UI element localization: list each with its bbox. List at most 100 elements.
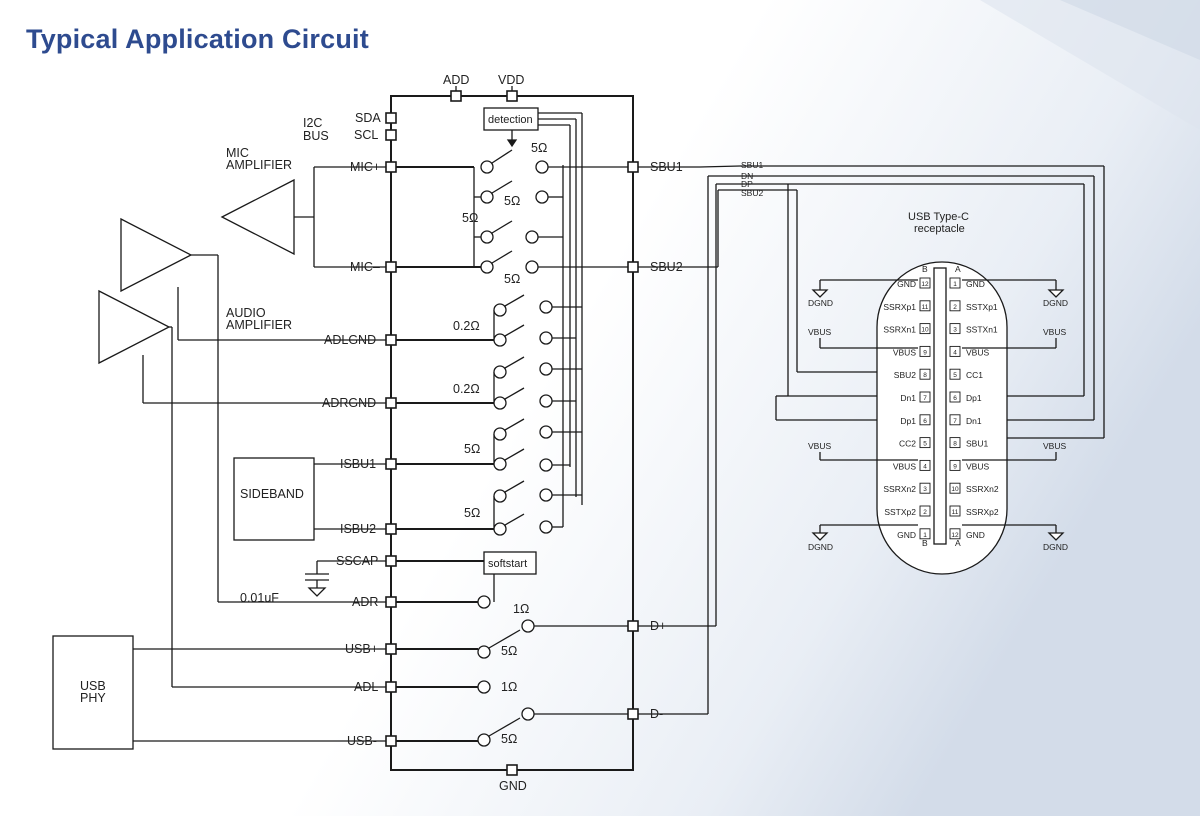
receptacle-pin-a-name: SSTXp1 bbox=[966, 302, 998, 312]
receptacle-pin-a-number: 11 bbox=[952, 509, 959, 516]
receptacle-pin-b-name: GND bbox=[897, 279, 916, 289]
receptacle-title-2: receptacle bbox=[914, 223, 965, 235]
receptacle-pin-a-box bbox=[949, 414, 961, 426]
receptacle-pin-b-box bbox=[919, 414, 931, 426]
receptacle-pin-a-name: SSRXn2 bbox=[966, 484, 999, 494]
receptacle-pin-a-box bbox=[949, 459, 961, 471]
receptacle-pin-a-number: 1 bbox=[953, 281, 957, 288]
res-mic-4: 5Ω bbox=[504, 272, 520, 286]
receptacle-pin-b-name: VBUS bbox=[893, 461, 916, 471]
receptacle-pin-a-name: VBUS bbox=[966, 461, 989, 471]
receptacle-pin-b-name: SSTXp2 bbox=[884, 507, 916, 517]
pin-dplus-label: D+ bbox=[650, 619, 666, 633]
receptacle-pin-a-number: 7 bbox=[953, 418, 957, 425]
receptacle-pin-b-box bbox=[919, 391, 931, 403]
sideband-label: SIDEBAND bbox=[240, 487, 304, 501]
usb-phy-block bbox=[52, 635, 134, 750]
pin-usb-minus-label: USB- bbox=[347, 734, 377, 748]
receptacle-pin-b-number: 6 bbox=[923, 418, 927, 425]
audio-amp-label-2: AMPLIFIER bbox=[226, 318, 292, 332]
res-usbp: 5Ω bbox=[501, 644, 517, 658]
receptacle-col-b-top: B bbox=[922, 264, 928, 274]
receptacle-pin-a-name: GND bbox=[966, 530, 985, 540]
receptacle-pin-a-number: 2 bbox=[953, 304, 957, 311]
receptacle-pin-b-number: 2 bbox=[923, 509, 927, 516]
receptacle-pin-a-name: SBU1 bbox=[966, 439, 988, 449]
pin-sda-label: SDA bbox=[355, 111, 381, 125]
pin-vdd-label: VDD bbox=[498, 73, 524, 87]
receptacle-pin-b-box bbox=[919, 368, 931, 380]
bus-dn: DN bbox=[741, 171, 753, 181]
bus-sbu1: SBU1 bbox=[741, 160, 763, 170]
receptacle-pin-a-number: 3 bbox=[953, 327, 957, 334]
pin-mic-minus-label: MIC– bbox=[350, 260, 380, 274]
i2c-label-2: BUS bbox=[303, 129, 329, 143]
mic-amp-label-2: AMPLIFIER bbox=[226, 158, 292, 172]
receptacle-pin-b-number: 3 bbox=[923, 486, 927, 493]
receptacle-pin-a-name: VBUS bbox=[966, 347, 989, 357]
pin-isbu2-label: ISBU2 bbox=[340, 522, 376, 536]
receptacle-pin-a-box bbox=[949, 482, 961, 494]
res-mic-1: 5Ω bbox=[531, 141, 547, 155]
res-adl: 1Ω bbox=[501, 680, 517, 694]
usb-phy-label-2: PHY bbox=[80, 691, 106, 705]
receptacle-pin-a-number: 5 bbox=[953, 372, 957, 379]
receptacle-pin-b-number: 8 bbox=[923, 372, 927, 379]
receptacle-pin-b-name: VBUS bbox=[893, 347, 916, 357]
receptacle-pin-a-name: Dp1 bbox=[966, 393, 982, 403]
receptacle-pin-b-name: Dp1 bbox=[900, 416, 916, 426]
receptacle-pin-b-box bbox=[919, 528, 931, 540]
receptacle-pin-a-box bbox=[949, 437, 961, 449]
receptacle-pin-b-box bbox=[919, 277, 931, 289]
receptacle-pin-b-name: CC2 bbox=[899, 439, 916, 449]
receptacle-pin-a-box bbox=[949, 277, 961, 289]
receptacle-pin-b-box bbox=[919, 300, 931, 312]
receptacle-pin-a-number: 4 bbox=[953, 349, 957, 356]
audio-amp-label-1: AUDIO bbox=[226, 306, 266, 320]
res-usbm: 5Ω bbox=[501, 732, 517, 746]
res-isbu2: 5Ω bbox=[464, 506, 480, 520]
cap-label: 0.01uF bbox=[240, 591, 279, 605]
receptacle-pin-a-box bbox=[949, 345, 961, 357]
receptacle-pin-b-number: 10 bbox=[921, 327, 929, 334]
receptacle-pin-b-name: SSRXn2 bbox=[883, 484, 916, 494]
pin-adl-label: ADL bbox=[354, 680, 378, 694]
bus-sbu2: SBU2 bbox=[741, 188, 763, 198]
pin-sscap-label: SSCAP bbox=[336, 554, 378, 568]
receptacle-title-1: USB Type-C bbox=[908, 211, 969, 223]
audio-amplifier-left bbox=[120, 217, 193, 293]
receptacle-pin-a-box bbox=[949, 323, 961, 335]
receptacle-pin-a-box bbox=[949, 300, 961, 312]
receptacle-pin-a-name: CC1 bbox=[966, 370, 983, 380]
side-label-vbus-1r: VBUS bbox=[1043, 327, 1066, 337]
receptacle-pin-b-number: 11 bbox=[922, 304, 929, 311]
side-label-dgnd-tr: DGND bbox=[1043, 298, 1068, 308]
page-title: Typical Application Circuit bbox=[26, 24, 369, 54]
res-adr: 1Ω bbox=[513, 602, 529, 616]
i2c-label-1: I2C bbox=[303, 116, 322, 130]
res-adlgnd: 0.2Ω bbox=[453, 319, 480, 333]
pin-usb-plus-label: USB+ bbox=[345, 642, 378, 656]
receptacle-pin-b-box bbox=[919, 323, 931, 335]
receptacle-pin-a-name: GND bbox=[966, 279, 985, 289]
pin-mic-plus-label: MIC+ bbox=[350, 160, 380, 174]
pin-scl-label: SCL bbox=[354, 128, 378, 142]
receptacle-pin-b-number: 12 bbox=[921, 281, 929, 288]
receptacle-pin-a-box bbox=[949, 368, 961, 380]
pin-sbu1-label: SBU1 bbox=[650, 160, 683, 174]
detection-label: detection bbox=[488, 114, 533, 126]
receptacle-pin-a-box bbox=[949, 505, 961, 517]
pin-adr-label: ADR bbox=[352, 595, 378, 609]
receptacle-pin-b-name: SBU2 bbox=[894, 370, 916, 380]
receptacle-col-a-top: A bbox=[955, 264, 961, 274]
receptacle-pin-a-box bbox=[949, 391, 961, 403]
bus-dp: DP bbox=[741, 179, 753, 189]
softstart-block bbox=[483, 551, 537, 575]
receptacle-pin-b-name: SSRXp1 bbox=[883, 302, 916, 312]
receptacle-pin-a-number: 8 bbox=[953, 441, 957, 448]
receptacle-pin-b-name: GND bbox=[897, 530, 916, 540]
receptacle-col-a-bottom: A bbox=[955, 538, 961, 548]
receptacle-pin-b-number: 4 bbox=[923, 463, 927, 470]
receptacle-pin-b-box bbox=[919, 505, 931, 517]
pin-adlgnd-label: ADLGND bbox=[324, 333, 376, 347]
